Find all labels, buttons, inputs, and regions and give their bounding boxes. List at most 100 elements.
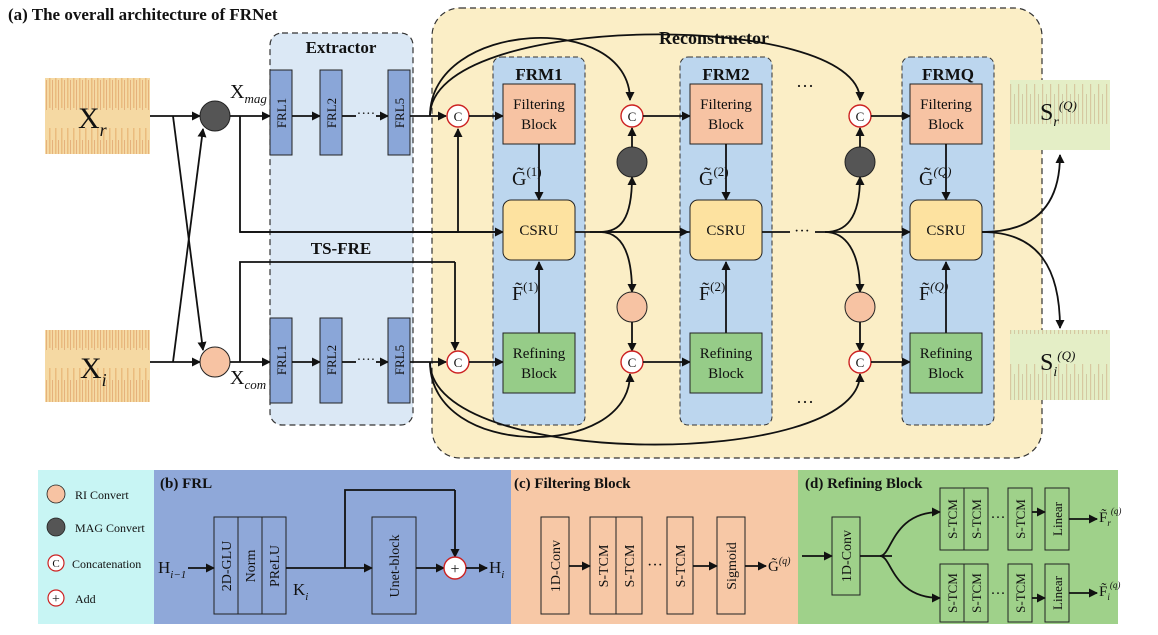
filtering-stcm-1-label: S-TCM bbox=[597, 544, 612, 587]
frl2-top-label: FRL2 bbox=[324, 98, 339, 128]
frm2-csru-block bbox=[689, 199, 763, 261]
refining-i-stcm-3-label: S-TCM bbox=[1013, 573, 1028, 613]
xi-label: Xi bbox=[80, 352, 107, 390]
frm1-filtering-line1: Filtering bbox=[513, 97, 565, 113]
frm1-filtering-block bbox=[502, 83, 576, 145]
refining-r-stcm-2 bbox=[963, 487, 989, 551]
xr-spectrogram bbox=[45, 78, 150, 154]
frm2-refining-line1: Refining bbox=[700, 346, 753, 362]
filtering-sigmoid-label: Sigmoid bbox=[725, 542, 740, 589]
frmq-f-label: F̃(Q) bbox=[919, 279, 948, 305]
frm1-title: FRM1 bbox=[515, 65, 562, 84]
ellipsis-top: ··· bbox=[796, 76, 814, 96]
refining-i-stcm-1-label: S-TCM bbox=[945, 573, 960, 613]
frl-panel-title: (b) FRL bbox=[160, 476, 212, 492]
legend-add-icon bbox=[47, 589, 65, 607]
si-spectrogram bbox=[1010, 330, 1110, 400]
xmag-label: Xmag bbox=[230, 81, 267, 106]
mag-convert-node bbox=[199, 100, 231, 132]
legend-mag-label: MAG Convert bbox=[75, 521, 145, 535]
frm2-filtering-line1: Filtering bbox=[700, 97, 752, 113]
mag-convert-node-2 bbox=[616, 146, 648, 178]
frl5-top bbox=[387, 69, 411, 156]
frm1-filtering-line2: Block bbox=[521, 117, 557, 133]
frl-prelu-block bbox=[261, 516, 287, 615]
frl-norm-label: Norm bbox=[244, 550, 259, 583]
frmq-csru-block bbox=[909, 199, 983, 261]
frl-add-symbol: + bbox=[450, 561, 459, 578]
ellipsis-bottom: ··· bbox=[796, 392, 814, 412]
frl1-bottom-label: FRL1 bbox=[274, 345, 289, 375]
frl5-top-label: FRL5 bbox=[392, 98, 407, 128]
frm1-g-label: G̃(1) bbox=[512, 164, 542, 190]
legend-add-label: Add bbox=[75, 592, 96, 606]
filtering-panel bbox=[511, 470, 798, 624]
frm1-f-label: F̃(1) bbox=[512, 279, 538, 305]
frm2-f-label: F̃(2) bbox=[699, 279, 725, 305]
frm1-refining-block bbox=[502, 332, 576, 394]
filtering-panel-title: (c) Filtering Block bbox=[514, 476, 631, 492]
frl-top-dots: ···· bbox=[357, 107, 376, 122]
sr-spectrogram bbox=[1010, 80, 1110, 150]
legend-add-symbol: + bbox=[52, 592, 60, 607]
frmq-refining-line2: Block bbox=[928, 366, 964, 382]
frl-k-label: Ki bbox=[293, 580, 308, 603]
frmq-filtering-block bbox=[909, 83, 983, 145]
filtering-stcm-2-label: S-TCM bbox=[623, 544, 638, 587]
refining-i-linear-label: Linear bbox=[1050, 575, 1065, 610]
refining-out-i-label: F̃i(q) bbox=[1099, 580, 1120, 602]
frm2-refining-line2: Block bbox=[708, 366, 744, 382]
frm1-csru-label: CSRU bbox=[519, 223, 558, 239]
frl1-bottom bbox=[269, 317, 293, 404]
concat-symbol: C bbox=[856, 109, 865, 124]
refining-panel bbox=[798, 470, 1118, 624]
ri-convert-node-2 bbox=[616, 291, 648, 323]
concat-symbol: C bbox=[454, 109, 463, 124]
legend-concat-symbol: C bbox=[52, 558, 59, 570]
filtering-stcm-2 bbox=[615, 516, 643, 615]
frl-input-label: Hi−1 bbox=[158, 558, 186, 581]
refining-r-stcm-3-label: S-TCM bbox=[1013, 499, 1028, 539]
refining-i-stcm-2 bbox=[963, 563, 989, 623]
extractor-label: Extractor bbox=[306, 38, 377, 57]
frmq-title: FRMQ bbox=[922, 65, 974, 84]
legend-concat-icon bbox=[47, 554, 65, 572]
frl-output-label: Hi bbox=[489, 558, 504, 581]
frm1-refining-line2: Block bbox=[521, 366, 557, 382]
frm2-refining-block bbox=[689, 332, 763, 394]
frm2-csru-label: CSRU bbox=[706, 223, 745, 239]
frmq-g-label: G̃(Q) bbox=[919, 164, 952, 190]
mag-convert-node-q bbox=[844, 146, 876, 178]
frl2-bottom-label: FRL2 bbox=[324, 345, 339, 375]
frm2-title: FRM2 bbox=[702, 65, 749, 84]
filtering-dots: ··· bbox=[647, 557, 663, 574]
frm2-g-label: G̃(2) bbox=[699, 164, 729, 190]
frl1-top bbox=[269, 69, 293, 156]
frmq-refining-line1: Refining bbox=[920, 346, 973, 362]
concat-symbol: C bbox=[856, 355, 865, 370]
refining-r-stcm-2-label: S-TCM bbox=[969, 499, 984, 539]
frl-panel bbox=[154, 470, 511, 624]
frmq-csru-label: CSRU bbox=[926, 223, 965, 239]
refining-i-stcm-3 bbox=[1007, 563, 1033, 623]
filtering-conv-label: 1D-Conv bbox=[549, 540, 564, 592]
refining-out-r-label: F̃r(q) bbox=[1099, 506, 1121, 528]
refining-r-dots: ··· bbox=[991, 510, 1006, 526]
frm1-refining-line1: Refining bbox=[513, 346, 566, 362]
frmq-filtering-line2: Block bbox=[928, 117, 964, 133]
tsfre-label: TS-FRE bbox=[311, 239, 371, 258]
frl5-bottom bbox=[387, 317, 411, 404]
concat-symbol: C bbox=[628, 109, 637, 124]
legend-mag-icon bbox=[46, 517, 66, 537]
ri-convert-node bbox=[199, 346, 231, 378]
frl5-bottom-label: FRL5 bbox=[392, 345, 407, 375]
xr-label: Xr bbox=[78, 102, 108, 140]
reconstructor-label: Reconstructor bbox=[659, 28, 769, 48]
refining-r-stcm-1-label: S-TCM bbox=[945, 499, 960, 539]
frl-unet-label: Unet-block bbox=[388, 535, 403, 598]
refining-i-stcm-2-label: S-TCM bbox=[969, 573, 984, 613]
si-label: Si(Q) bbox=[1040, 348, 1075, 380]
refining-conv-label: 1D-Conv bbox=[840, 530, 855, 582]
frm2-filtering-line2: Block bbox=[708, 117, 744, 133]
